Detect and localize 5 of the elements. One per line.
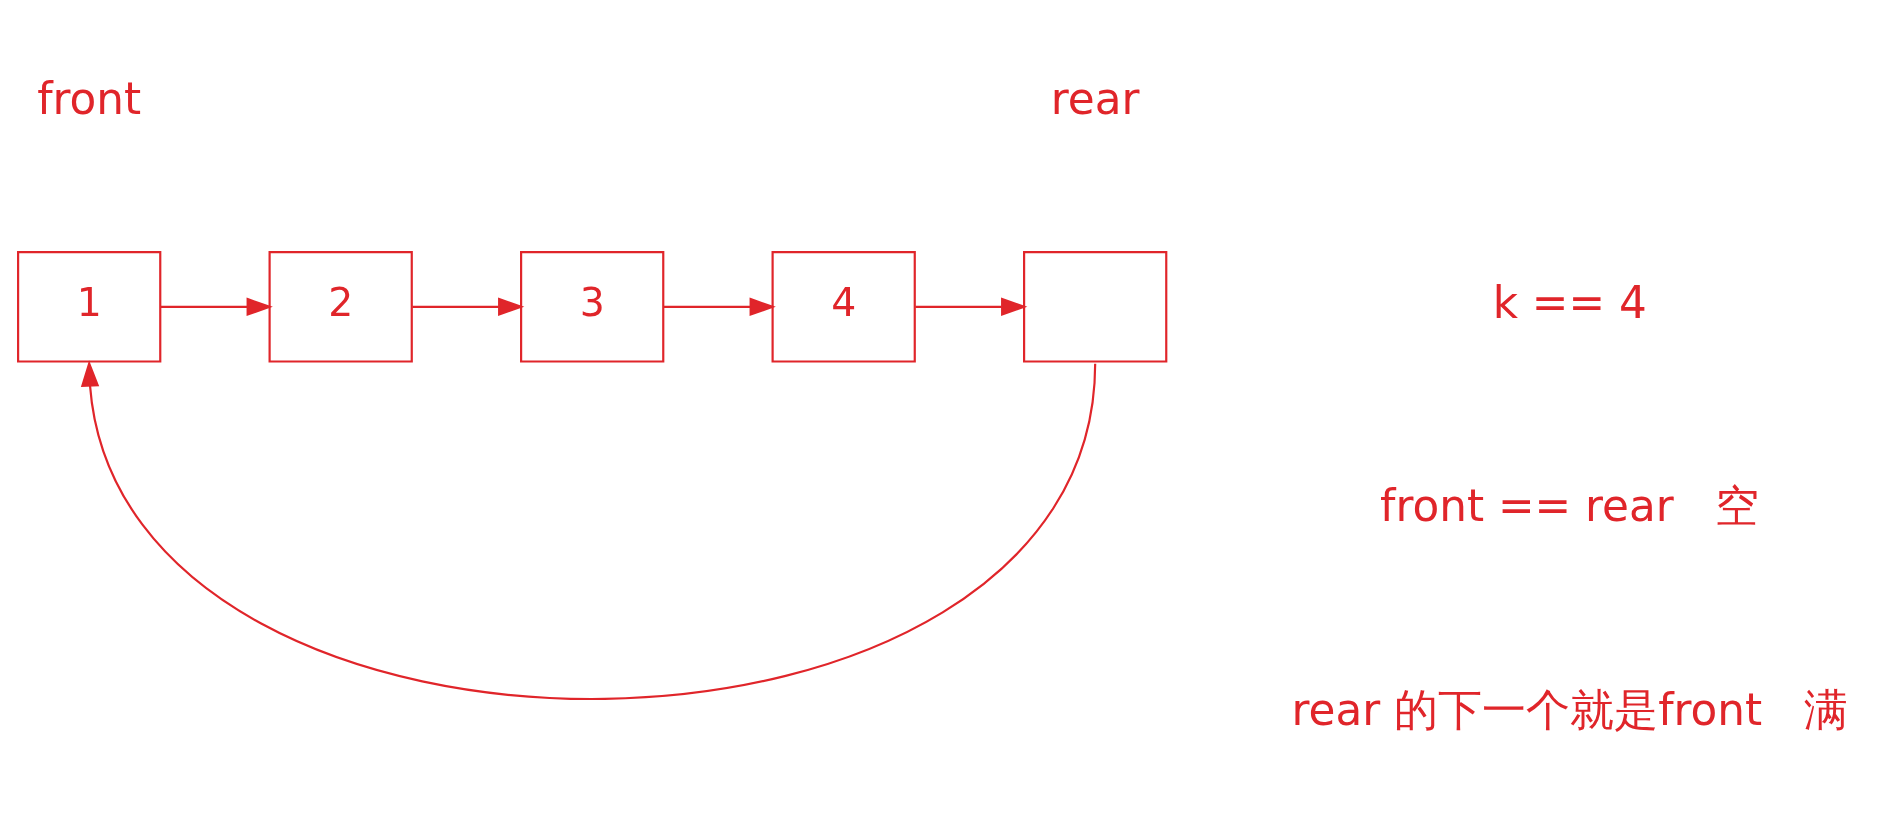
node-label: front: [36, 72, 141, 124]
node-label: rear: [1050, 72, 1140, 124]
label: front == rear 空: [1379, 479, 1759, 531]
label: rear 的下一个就是front 满: [1291, 683, 1848, 735]
label: k == 4: [1492, 276, 1647, 328]
